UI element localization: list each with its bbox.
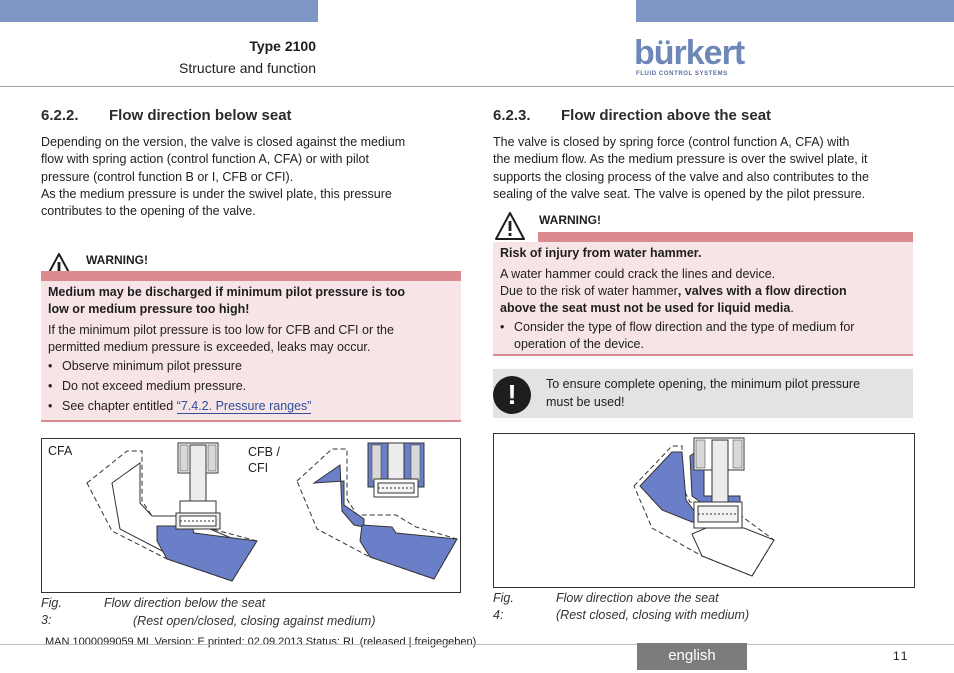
text-line: pressure (control function B or I, CFB o… [41,169,294,184]
text-line: Consider the type of flow direction and … [514,320,855,334]
text-fragment: . [790,301,794,315]
warning-bullet: Observe minimum pilot pressure [48,358,454,375]
text-line: must be used! [546,394,625,409]
bullet-text: See chapter entitled [62,399,177,413]
burkert-logo: bürkert [634,34,745,72]
intro-paragraph-below-seat: Depending on the version, the valve is c… [41,134,461,220]
warning-body: If the minimum pilot pressure is too low… [48,322,454,356]
warning-lead: Medium may be discharged if minimum pilo… [48,284,454,318]
language-tab: english [637,643,747,670]
header-divider [0,86,954,87]
valve-diagram-cfb-cfi [296,442,458,580]
valve-diagram-above-seat [633,437,775,577]
section-heading: Flow direction above the seat [561,107,772,124]
figure-3-box: CFA CFB / CFI [41,438,461,593]
text-line: The valve is closed by spring force (con… [493,135,850,149]
warning-box-below-seat: Medium may be discharged if minimum pilo… [41,281,461,422]
section-title-below-seat: 6.2.2. Flow direction below seat [41,107,292,124]
text-fragment: Due to the risk of water hammer [500,284,678,298]
text-line: CFB / [248,445,280,459]
caption-line: Flow direction below the seat [104,596,266,610]
text-line: To ensure complete opening, the minimum … [546,377,861,391]
header-bar-left [0,0,318,22]
warning-lead: Risk of injury from water hammer. [500,246,702,260]
warning-bullet: See chapter entitled “7.4.2. Pressure ra… [48,398,454,415]
warning-band [41,271,461,281]
notice-text: To ensure complete opening, the minimum … [546,376,911,411]
text-line: low or medium pressure too high! [48,302,250,316]
figure-label-cfa: CFA [48,444,73,458]
text-line: operation of the device. [514,337,644,351]
figure-4-box [493,433,915,588]
page-number: 11 [893,649,910,663]
text-fragment-bold: , valves with a flow direction [677,284,847,298]
text-line: As the medium pressure is under the swiv… [41,186,392,201]
text-line: CFI [248,461,269,475]
intro-paragraph-above-seat: The valve is closed by spring force (con… [493,134,918,203]
text-line: supports the closing process of the valv… [493,169,869,184]
caption-line: (Rest open/closed, closing against mediu… [133,614,376,628]
figure-label-cfb-cfi: CFB / CFI [248,444,280,476]
text-line: If the minimum pilot pressure is too low… [48,323,394,337]
text-line: above the seat must not be used for liqu… [500,300,906,317]
caption-number: Fig. 3: [41,596,62,627]
exclamation-icon: ! [493,376,531,414]
section-number: 6.2.3. [493,107,531,124]
footer-divider [0,644,954,645]
text-line: A water hammer could crack the lines and… [500,267,776,281]
warning-bullet: Consider the type of flow direction and … [500,319,906,353]
burkert-logo-tagline: FLUID CONTROL SYSTEMS [636,71,728,77]
text-fragment-bold: above the seat must not be used for liqu… [500,301,791,315]
warning-box-above-seat: Risk of injury from water hammer. A wate… [493,242,913,356]
section-number: 6.2.2. [41,107,79,124]
text-line: flow with spring action (control functio… [41,152,369,167]
warning-body: A water hammer could crack the lines and… [500,266,906,317]
caption-line: (Rest closed, closing with medium) [556,608,750,622]
text-line: contributes to the opening of the valve. [41,204,256,219]
section-title-above-seat: 6.2.3. Flow direction above the seat [493,107,771,124]
document-type: Type 2100 [249,38,316,54]
document-chapter: Structure and function [179,60,316,76]
warning-bullet: Do not exceed medium pressure. [48,378,454,395]
caption-number: Fig. 4: [493,591,514,622]
warning-band [538,232,913,242]
warning-label: WARNING! [86,253,148,267]
header-bar-right [636,0,954,22]
warning-label: WARNING! [539,213,601,227]
text-line: Depending on the version, the valve is c… [41,135,406,149]
print-metadata: MAN 1000099059 ML Version: E printed: 02… [45,636,477,648]
section-heading: Flow direction below seat [109,107,292,124]
valve-diagram-cfa [86,442,258,582]
notice-box: ! To ensure complete opening, the minimu… [493,369,913,418]
text-line: sealing of the valve seat. The valve is … [493,186,866,201]
warning-triangle-icon [495,212,525,240]
caption-line: Flow direction above the seat [556,591,719,605]
text-line: permitted medium pressure is exceeded, l… [48,340,371,354]
text-line: Medium may be discharged if minimum pilo… [48,285,406,299]
text-line: the medium flow. As the medium pressure … [493,152,868,167]
pressure-ranges-link[interactable]: “7.4.2. Pressure ranges” [176,399,312,414]
text-line: Due to the risk of water hammer, valves … [500,283,906,300]
